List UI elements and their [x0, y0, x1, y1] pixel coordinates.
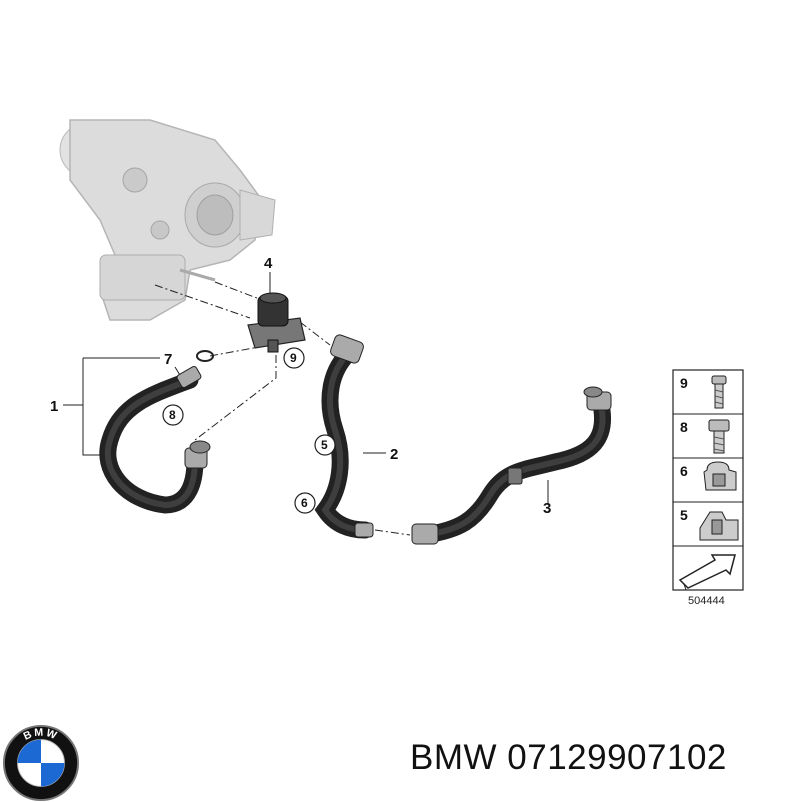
panel-row-5-number: 5: [680, 507, 688, 523]
hose-3: [411, 386, 612, 545]
bmw-logo: BMW: [2, 724, 80, 802]
panel-row-6-number: 6: [680, 463, 688, 479]
callout-8: 8: [169, 408, 176, 422]
hose-2: [314, 334, 374, 539]
reference-code: 504444: [688, 595, 725, 607]
turbocharger-illustration: [59, 119, 276, 321]
svg-text:BMW: BMW: [22, 727, 60, 743]
part-number-caption: BMW 07129907102: [410, 738, 727, 777]
callout-labels: 4 7 1 2 3: [50, 255, 551, 517]
callout-2: 2: [390, 446, 398, 463]
bracket-clip-icon: [699, 511, 739, 541]
panel-row-8-number: 8: [680, 419, 688, 435]
callout-5: 5: [321, 438, 328, 452]
callout-1: 1: [50, 398, 58, 415]
callout-3: 3: [543, 500, 551, 517]
arrow-direction-icon: [678, 554, 736, 591]
hose-1: [99, 350, 214, 514]
callout-6: 6: [301, 496, 308, 510]
callout-9: 9: [290, 351, 297, 365]
hex-bolt-icon: [708, 419, 730, 454]
bolt-icon: [711, 375, 727, 409]
parts-panel: 9 8 6 5 504444: [672, 369, 744, 607]
clip-icon: [703, 461, 737, 491]
callout-7: 7: [164, 351, 172, 368]
circled-callouts: 9 8 5 6: [162, 347, 336, 514]
callout-4: 4: [264, 255, 273, 272]
solenoid-valve: [247, 292, 306, 353]
panel-row-9-number: 9: [680, 375, 688, 391]
